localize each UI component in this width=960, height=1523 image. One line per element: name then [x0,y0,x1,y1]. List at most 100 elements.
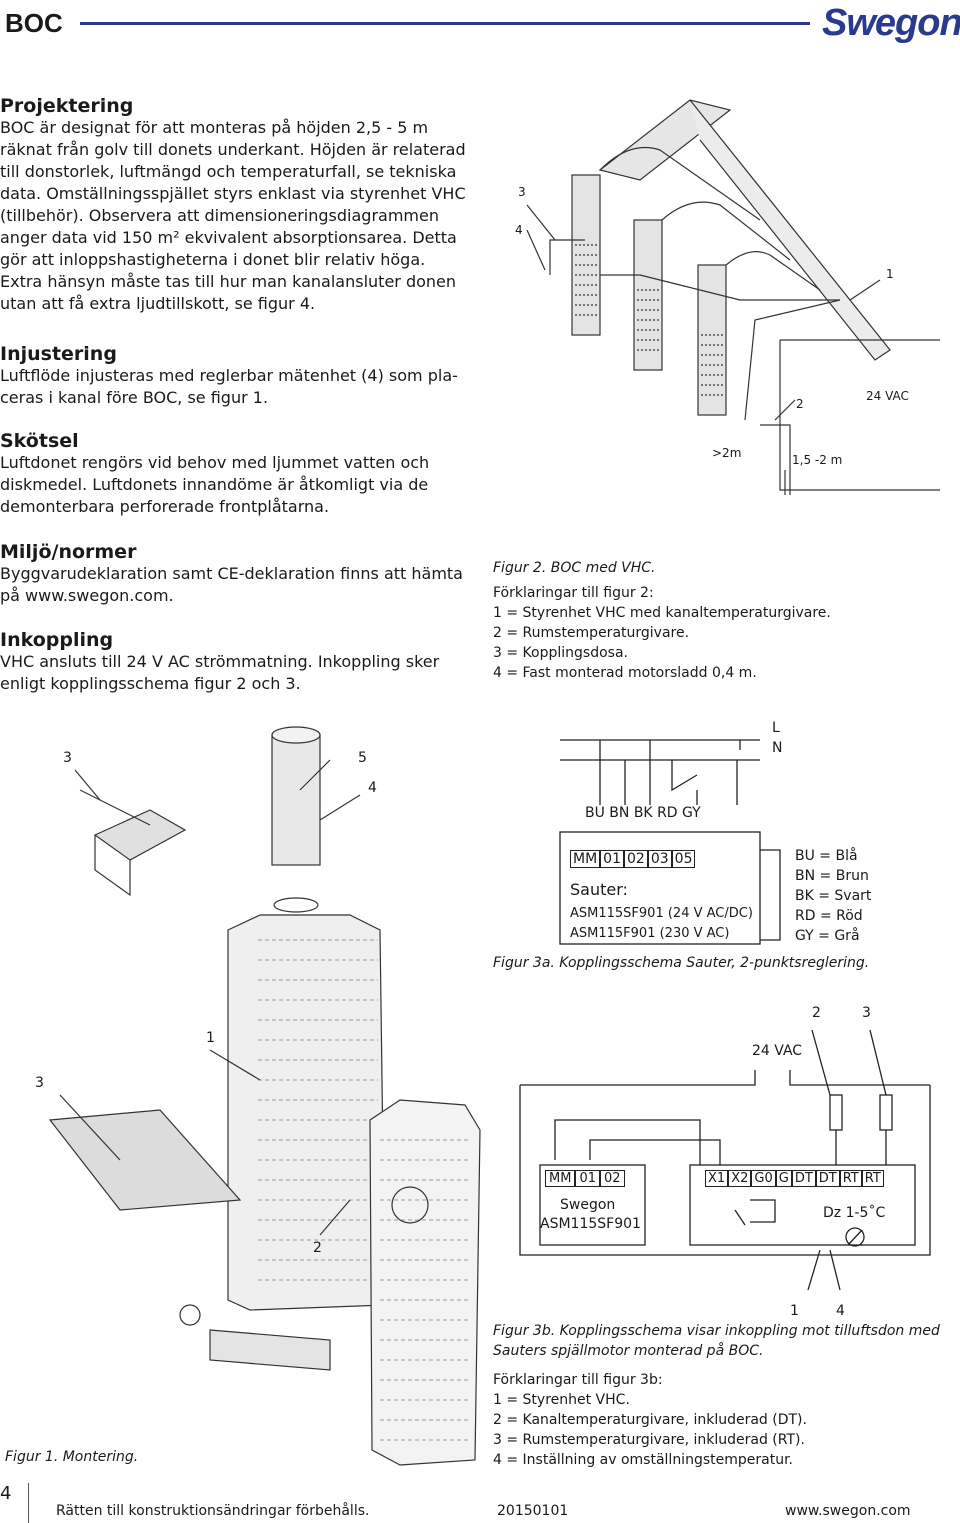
header-rule [80,22,810,25]
fig3a-terminal: 05 [671,850,696,868]
fig2-label-2: 2 [796,397,804,411]
section-heading: Miljö/normer [0,541,137,563]
fig2-label-1: 1 [886,267,894,281]
fig3a-label-N: N [772,740,783,756]
legend-item: 1 = Styrenhet VHC. [493,1392,630,1408]
section-heading: Inkoppling [0,629,114,651]
color-item: GY = Grå [795,928,860,944]
footer-notice: Rätten till konstruktionsändringar förbe… [56,1503,370,1519]
fig3b-terminal: X1 [705,1170,729,1187]
fig3a-terminal-row: MM 01 02 03 05 [570,850,696,868]
fig3a-label-L: L [772,720,780,736]
legend-item: 4 = Fast monterad motorsladd 0,4 m. [493,665,757,681]
figure-2-drawing [526,99,940,495]
fig3b-dz: Dz 1-5˚C [823,1205,886,1221]
figure-1-caption: Figur 1. Montering. [5,1449,139,1465]
color-item: BK = Svart [795,888,872,904]
text-line: VHC ansluts till 24 V AC strömmatning. I… [0,652,440,671]
text-line: BOC är designat för att monteras på höjd… [0,118,429,137]
figure-2-legend: Förklaringar till figur 2: 1 = Styrenhet… [493,583,953,683]
fig1-label-3b: 3 [35,1075,44,1091]
section-miljo: Miljö/normer Byggvarudeklaration samt CE… [0,541,470,607]
section-heading: Projektering [0,95,134,117]
footer-date: 20150101 [497,1503,569,1519]
footer-divider [28,1483,29,1523]
fig3b-terminal: DT [815,1170,840,1187]
fig3b-terminal: G [775,1170,792,1187]
section-inkoppling: Inkoppling VHC ansluts till 24 V AC strö… [0,629,470,695]
section-heading: Skötsel [0,430,79,452]
text-line: data. Omställningsspjället styrs enklast… [0,184,466,203]
fig1-label-5: 5 [358,750,367,766]
section-projektering: Projektering BOC är designat för att mon… [0,95,470,315]
fig3b-terminal: 02 [599,1170,625,1187]
legend-item: 2 = Kanaltemperaturgivare, inkluderad (D… [493,1412,807,1428]
fig1-label-2: 2 [313,1240,322,1256]
text-line: Luftflöde injusteras med reglerbar mäten… [0,366,458,385]
section-injustering: Injustering Luftflöde injusteras med reg… [0,343,470,409]
fig2-label-24vac: 24 VAC [866,389,909,403]
fig3a-terminal: 03 [647,850,672,868]
fig3a-brand: Sauter: [570,880,628,899]
text-line: diskmedel. Luftdonets innandöme är åtkom… [0,475,429,494]
text-line: enligt kopplingsschema figur 2 och 3. [0,674,301,693]
fig3b-terminal: X2 [728,1170,752,1187]
fig2-label-3: 3 [518,185,526,199]
section-skotsel: Skötsel Luftdonet rengörs vid behov med … [0,430,470,518]
fig3a-terminal: 01 [600,850,624,868]
figure-2-caption: Figur 2. BOC med VHC. [493,560,656,576]
color-item: RD = Röd [795,908,863,924]
fig3b-terminal: DT [791,1170,816,1187]
text-line: Byggvarudeklaration samt CE-deklaration … [0,564,463,583]
fig3b-terminal: RT [839,1170,862,1187]
legend-item: 4 = Inställning av omställningstemperatu… [493,1452,793,1468]
fig3b-swegon-model: ASM115SF901 [540,1216,641,1232]
text-line: Luftdonet rengörs vid behov med ljummet … [0,453,430,472]
fig3b-terminal: MM [545,1170,576,1187]
fig3a-model: ASM115F901 (230 V AC) [570,926,730,941]
legend-title: Förklaringar till figur 3b: [493,1372,663,1388]
fig3b-terminal: RT [861,1170,884,1187]
fig2-label-4: 4 [515,223,523,237]
fig3a-color-legend: BU = Blå BN = Brun BK = Svart RD = Röd G… [795,846,871,946]
fig1-label-3a: 3 [63,750,72,766]
fig3b-label-2: 2 [812,1005,821,1021]
fig1-label-1: 1 [206,1030,215,1046]
color-item: BU = Blå [795,848,858,864]
fig3b-label-4: 4 [836,1303,845,1319]
fig3b-swegon-brand: Swegon [560,1197,616,1213]
caption-line: Sauters spjällmotor monterad på BOC. [493,1343,764,1359]
text-line: anger data vid 150 m² ekvivalent absorpt… [0,228,457,247]
fig3a-terminal: MM [570,850,601,868]
caption-line: Figur 3b. Kopplingsschema visar inkoppli… [493,1323,940,1339]
text-line: Extra hänsyn måste tas till hur man kana… [0,272,457,291]
text-line: (tillbehör). Observera att dimensionerin… [0,206,439,225]
text-line: utan att få extra ljudtillskott, se figu… [0,294,316,313]
text-line: ceras i kanal före BOC, se figur 1. [0,388,269,407]
text-line: demonterbara perforerade frontplåtarna. [0,497,330,516]
footer-url[interactable]: www.swegon.com [785,1503,911,1519]
legend-item: 2 = Rumstemperaturgivare. [493,625,690,641]
fig3b-label-1: 1 [790,1303,799,1319]
legend-item: 1 = Styrenhet VHC med kanaltemperaturgiv… [493,605,831,621]
page-title: BOC [5,8,63,38]
legend-item: 3 = Kopplingsdosa. [493,645,628,661]
figure-3b-caption: Figur 3b. Kopplingsschema visar inkoppli… [493,1321,958,1361]
fig3b-24vac: 24 VAC [752,1043,803,1059]
legend-title: Förklaringar till figur 2: [493,585,654,601]
text-line: till donstorlek, luftmängd och temperatu… [0,162,457,181]
legend-item: 3 = Rumstemperaturgivare, inkluderad (RT… [493,1432,805,1448]
fig1-label-4: 4 [368,780,377,796]
fig3b-terminal: 01 [575,1170,600,1187]
fig3a-wire-codes: BU BN BK RD GY [585,805,701,821]
fig3b-label-3: 3 [862,1005,871,1021]
text-line: räknat från golv till donets underkant. … [0,140,466,159]
fig3a-model: ASM115SF901 (24 V AC/DC) [570,906,753,921]
text-line: på www.swegon.com. [0,586,174,605]
section-heading: Injustering [0,343,117,365]
swegon-logo: Swegon [822,2,960,44]
figure-3b-legend: Förklaringar till figur 3b: 1 = Styrenhe… [493,1370,953,1470]
page-number: 4 [0,1483,12,1504]
